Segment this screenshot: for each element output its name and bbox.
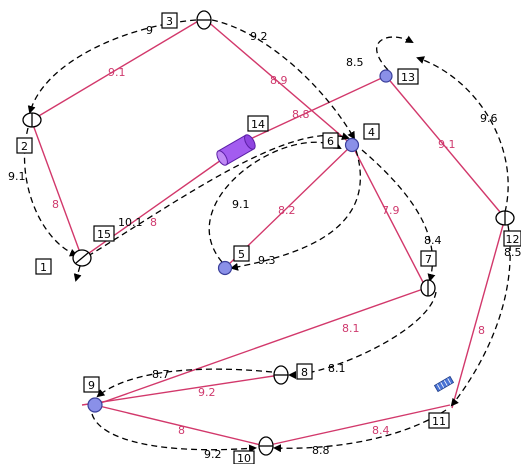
node-id-7: 7 xyxy=(425,253,432,266)
node-id-box-11 xyxy=(428,412,450,429)
node-id-15: 15 xyxy=(97,228,111,241)
label-e2-3: 9.1 xyxy=(108,66,126,79)
node-id-8: 8 xyxy=(301,366,308,379)
node-id-11: 11 xyxy=(432,415,446,428)
label-d8-9: 8.7 xyxy=(152,368,170,381)
label-d13-top: 8.5 xyxy=(346,56,364,69)
label-e12-11: 8 xyxy=(478,324,485,337)
label-e14-13: 8.8 xyxy=(292,108,310,121)
label-d12-13: 9.6 xyxy=(480,112,498,125)
label-d11-10: 8.8 xyxy=(312,444,330,457)
node-id-2: 2 xyxy=(21,140,28,153)
dashed-edge-9-10 xyxy=(91,413,257,453)
edge-12-11 xyxy=(451,217,506,409)
label-e3-4: 8.9 xyxy=(270,74,288,87)
label-d4-7: 8.4 xyxy=(424,234,442,247)
node-10-router-icon[interactable] xyxy=(258,436,274,456)
label-e4-7: 7.9 xyxy=(382,204,400,217)
node-id-9: 9 xyxy=(88,379,95,392)
node-13-circle-icon[interactable] xyxy=(379,69,393,83)
node-3-router-icon[interactable] xyxy=(196,10,212,30)
node-12-router-icon[interactable] xyxy=(495,210,515,226)
label-e8-9: 9.2 xyxy=(198,386,216,399)
edge-1-14 xyxy=(81,157,225,259)
edge-4-7 xyxy=(351,144,427,289)
label-e1-14: 8 xyxy=(150,216,157,229)
label-e4-5: 8.2 xyxy=(278,204,296,217)
label-d3-4: 9.2 xyxy=(250,30,268,43)
node-id-box-10 xyxy=(233,450,255,464)
label-e13-12: 9.1 xyxy=(438,138,456,151)
node-8-router-icon[interactable] xyxy=(273,365,289,385)
node-id-box-9 xyxy=(83,376,100,393)
edge-9-10 xyxy=(94,404,266,447)
node-id-box-8 xyxy=(296,363,313,380)
node-id-3: 3 xyxy=(166,15,173,28)
node-id-12: 12 xyxy=(506,233,520,246)
node-9-circle-icon[interactable] xyxy=(87,397,103,413)
node-id-14: 14 xyxy=(251,118,265,131)
label-e10-11: 8.4 xyxy=(372,424,390,437)
label-e7-9: 8.1 xyxy=(342,322,360,335)
node-id-1: 1 xyxy=(40,261,47,274)
node-id-box-3 xyxy=(161,12,178,29)
label-d3-2: 9 xyxy=(146,24,153,37)
label-e9-10: 8 xyxy=(178,424,185,437)
node-id-box-1 xyxy=(35,258,52,275)
label-d10-9: 9.2 xyxy=(204,448,222,461)
node-id-box-4 xyxy=(363,123,380,140)
dashed-edge-8-9 xyxy=(96,368,273,398)
edge-2-1 xyxy=(31,121,83,259)
label-d7-8: 8.1 xyxy=(328,362,346,375)
node-id-box-6 xyxy=(322,132,339,149)
edge-3-4 xyxy=(205,19,353,146)
dashed-edge-12-13 xyxy=(416,56,509,213)
edge-10-11 xyxy=(264,404,451,447)
label-d2-1: 9.1 xyxy=(8,170,26,183)
node-2-router-icon[interactable] xyxy=(22,112,42,128)
node-id-box-5 xyxy=(233,245,250,262)
dashed-edge-3-4 xyxy=(211,19,356,140)
node-11-device-icon[interactable] xyxy=(433,375,455,393)
dashed-edge-11-10 xyxy=(273,409,447,453)
node-id-box-14 xyxy=(247,115,269,132)
label-d1-4: 10.1 xyxy=(118,216,143,229)
label-d12-side: 8.5 xyxy=(504,246,521,259)
node-id-6: 6 xyxy=(327,135,334,148)
node-7-router-icon[interactable] xyxy=(420,279,436,297)
edge-13-12 xyxy=(385,75,506,219)
edge-7-9 xyxy=(94,287,427,406)
dashed-edge-2-1 xyxy=(23,127,78,257)
dashed-edge-1-down xyxy=(73,265,82,282)
dashed-edge-12-side xyxy=(450,224,511,407)
dashed-edge-5-4 xyxy=(208,141,342,263)
label-e2-1: 8 xyxy=(52,198,59,211)
node-4-circle-icon[interactable] xyxy=(344,137,360,153)
node-5-circle-icon[interactable] xyxy=(217,260,233,276)
node-id-5: 5 xyxy=(238,248,245,261)
edge-2-3 xyxy=(31,19,201,121)
node-id-13: 13 xyxy=(401,71,415,84)
node-id-box-12 xyxy=(503,230,521,247)
node-id-4: 4 xyxy=(368,126,375,139)
edge-8-9 xyxy=(81,374,281,406)
dashed-edge-7-8 xyxy=(288,291,437,379)
node-id-10: 10 xyxy=(237,452,251,464)
label-d4-5: 9.3 xyxy=(258,254,276,267)
node-id-box-13 xyxy=(397,68,419,85)
node-id-box-2 xyxy=(16,137,33,154)
node-id-box-15 xyxy=(93,225,115,242)
node-id-box-7 xyxy=(420,250,437,267)
node-14-cylinder-icon[interactable] xyxy=(215,133,258,167)
label-d5-4: 9.1 xyxy=(232,198,250,211)
edge-14-13 xyxy=(245,75,387,142)
dashed-edge-4-5 xyxy=(230,149,361,271)
node-1-router-icon[interactable] xyxy=(72,249,92,267)
dashed-edge-13-top xyxy=(376,35,414,71)
